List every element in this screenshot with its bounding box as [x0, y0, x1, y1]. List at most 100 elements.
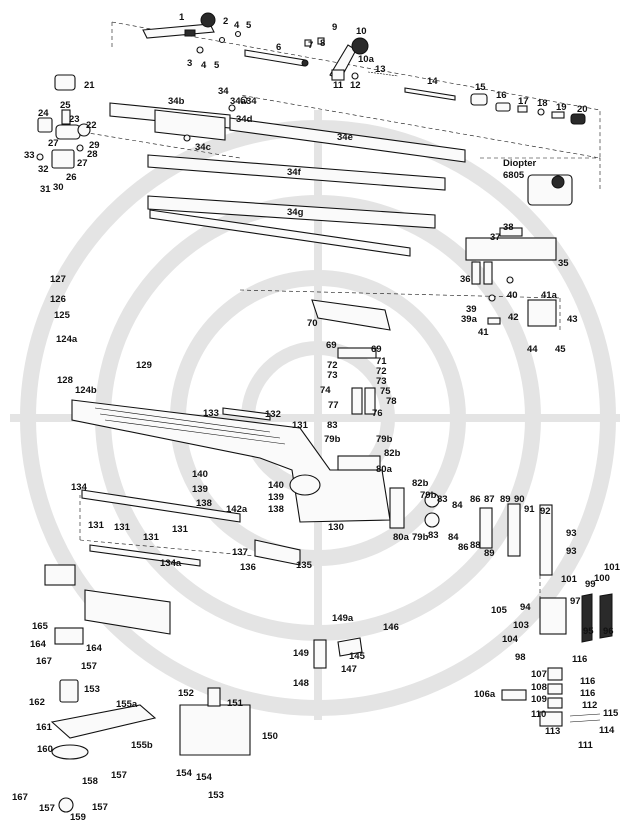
block-150 [179, 704, 251, 756]
label-34e: 34e [337, 132, 353, 143]
part-160 [51, 744, 89, 760]
part-29 [76, 144, 84, 152]
part-40 [506, 276, 514, 284]
label-43: 43 [567, 314, 578, 325]
label-131: 131 [88, 520, 105, 531]
label-116: 116 [572, 654, 587, 665]
label-132: 132 [265, 409, 281, 420]
label-142a: 142a [226, 504, 248, 515]
part-77 [351, 387, 363, 415]
label-115: 115 [603, 708, 619, 719]
label-167b: 167 [12, 792, 28, 803]
label-137: 137 [232, 547, 248, 558]
label-160: 160 [37, 744, 53, 755]
part-36b [483, 261, 493, 285]
part-165 [54, 627, 84, 645]
label-157c: 157 [39, 803, 55, 814]
label-5: 5 [246, 20, 252, 31]
buttplate-group [389, 487, 613, 727]
callouts: 1 2 4 5 3 4 5 6 7 8 9 10 10a 11 12 13 14… [12, 12, 621, 822]
label-79b-3: 79b [420, 490, 437, 501]
label-124b: 124b [75, 385, 97, 396]
part-41 [487, 317, 501, 325]
label-140b: 140 [268, 480, 284, 491]
label-32: 32 [38, 164, 49, 175]
label-27b: 27 [77, 158, 88, 169]
label-89b: 89 [484, 548, 495, 559]
label-152: 152 [178, 688, 194, 699]
label-111: 111 [578, 740, 594, 751]
label-112: 112 [582, 700, 597, 711]
part-24 [37, 117, 53, 133]
label-23: 23 [69, 114, 80, 125]
part-165-top [44, 564, 76, 586]
label-90: 90 [514, 494, 525, 505]
label-34c: 34c [195, 142, 211, 153]
label-138: 138 [196, 498, 212, 509]
label-22: 22 [86, 120, 97, 131]
rod-132 [222, 407, 271, 421]
part-80a-top [337, 455, 381, 471]
spring-13 [367, 71, 399, 77]
label-25: 25 [60, 100, 71, 111]
label-31: 31 [40, 184, 51, 195]
label-153: 153 [208, 790, 224, 801]
label-128: 128 [57, 375, 73, 386]
part-152 [207, 687, 221, 707]
label-6: 6 [276, 42, 281, 53]
label-34g: 34g [287, 207, 304, 218]
part-33 [36, 153, 44, 161]
label-39: 39 [466, 304, 477, 315]
label-38: 38 [503, 222, 514, 233]
label-131d: 131 [172, 524, 189, 535]
label-161: 161 [36, 722, 53, 733]
label-86-top: 86 [470, 494, 481, 505]
label-146: 146 [383, 622, 399, 633]
bolt-handle-knob [351, 37, 369, 55]
label-74: 74 [320, 385, 331, 396]
label-79b-4: 79b [412, 532, 429, 543]
label-35: 35 [558, 258, 569, 269]
diopter-group [465, 174, 573, 327]
label-79b-2: 79b [376, 434, 393, 445]
label-20: 20 [577, 104, 588, 115]
label-158: 158 [82, 776, 98, 787]
part-96 [599, 593, 613, 639]
label-72: 72 [327, 360, 338, 371]
bolt-lug [184, 29, 196, 37]
label-116b: 116 [580, 676, 595, 687]
label-131c: 131 [143, 532, 160, 543]
part-108 [547, 683, 563, 695]
part-16 [495, 102, 511, 112]
label-138b: 138 [268, 504, 284, 515]
label-86: 86 [458, 542, 469, 553]
part-12 [351, 72, 359, 80]
part-26 [51, 149, 75, 169]
part-94 [539, 597, 567, 635]
part-18 [537, 108, 545, 116]
label-130: 130 [328, 522, 344, 533]
label-87: 87 [484, 494, 495, 505]
accessory-group [44, 564, 363, 813]
label-93: 93 [566, 528, 577, 539]
part-36a [471, 261, 481, 285]
label-41: 41 [478, 327, 489, 338]
label-29: 29 [89, 140, 100, 151]
label-19: 19 [556, 102, 567, 113]
label-135: 135 [296, 560, 313, 571]
label-133: 133 [203, 408, 219, 419]
label-89: 89 [500, 494, 511, 505]
small-parts-left [36, 74, 91, 169]
label-139b: 139 [268, 492, 284, 503]
part-19 [551, 111, 565, 119]
label-10a: 10a [358, 54, 375, 65]
label-73: 73 [327, 370, 338, 381]
label-16: 16 [496, 90, 507, 101]
label-103: 103 [513, 620, 529, 631]
label-83c: 83 [428, 530, 439, 541]
diopter-knob [551, 175, 565, 189]
part-92 [539, 504, 553, 576]
label-73b: 73 [376, 376, 387, 387]
label-157b: 157 [111, 770, 127, 781]
label-80a: 80a [376, 464, 393, 475]
